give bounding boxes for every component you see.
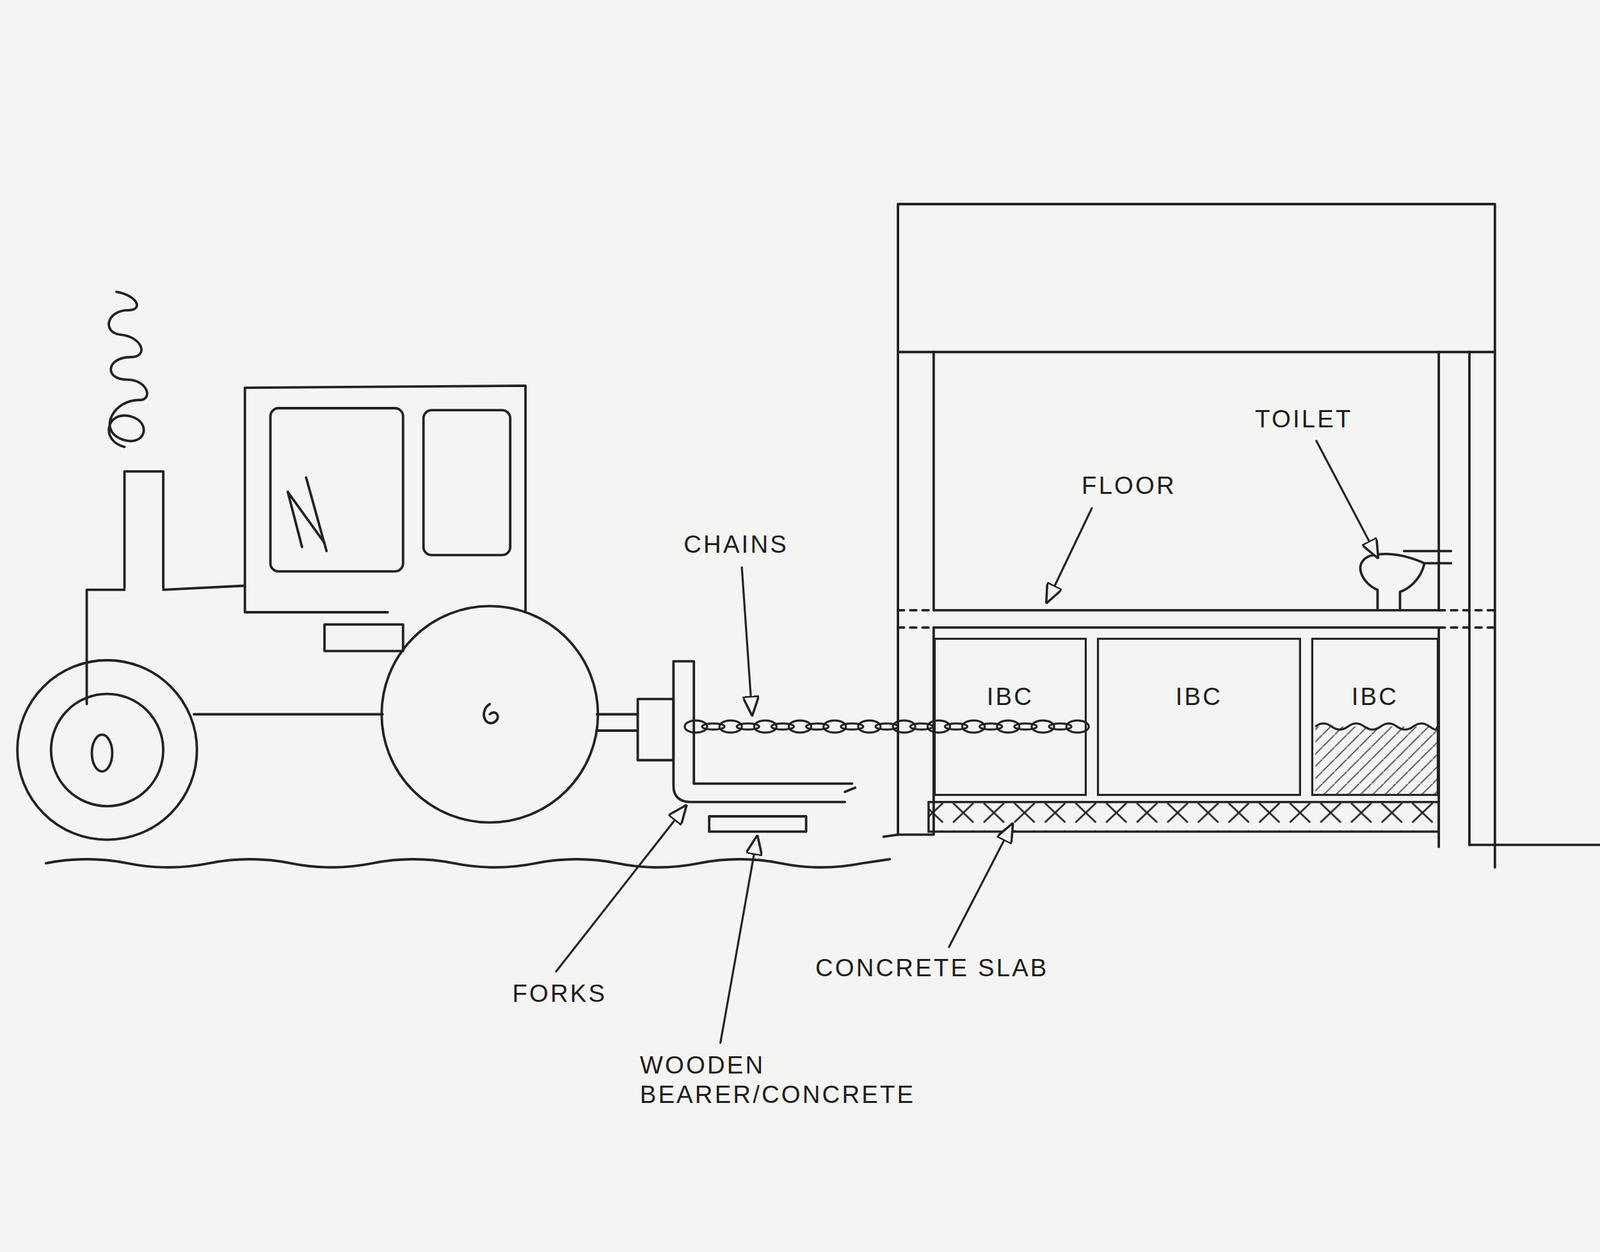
liquid-fill <box>1315 727 1437 795</box>
rear-wheel <box>381 606 598 823</box>
leader-line <box>556 806 686 972</box>
chain-link <box>997 720 1020 733</box>
hitch-block <box>638 699 674 761</box>
exhaust-smoke <box>108 291 148 447</box>
part-label: CONCRETE SLAB <box>813 954 1051 984</box>
chain-link <box>823 720 847 733</box>
liquid-surface <box>1315 723 1437 731</box>
floor <box>933 610 1439 628</box>
building-frame <box>897 204 1496 868</box>
cab-window <box>270 408 404 572</box>
fork <box>673 661 856 803</box>
ground-line <box>46 859 891 868</box>
chain <box>684 720 1089 733</box>
ibc-box: IBC <box>1311 638 1439 797</box>
leader-line <box>1047 508 1092 603</box>
box-label: IBC <box>1348 682 1402 713</box>
tractor-body <box>87 385 527 705</box>
ground-line <box>1469 844 1600 847</box>
seat <box>324 624 404 651</box>
line-art <box>17 204 1600 868</box>
chain-link <box>962 720 985 733</box>
leader-line <box>949 824 1013 948</box>
chain-link <box>684 720 708 733</box>
box-label: IBC <box>983 682 1037 713</box>
rear-wheel-hub <box>483 704 498 724</box>
front-wheel <box>17 660 198 841</box>
cab-window <box>423 410 511 555</box>
front-wheel-rim <box>51 694 164 807</box>
chain-link <box>1066 720 1089 733</box>
leader-line <box>1316 440 1378 558</box>
chain-link <box>892 720 916 733</box>
leaders <box>556 440 1378 1044</box>
drawbar <box>597 714 639 732</box>
ibc-box: IBC <box>1096 638 1302 797</box>
chain-link <box>719 720 742 733</box>
part-label: FLOOR <box>1079 471 1179 502</box>
part-label: FORKS <box>510 979 609 1010</box>
chain-link <box>927 720 950 733</box>
leader-line <box>741 567 752 715</box>
chain-link <box>788 720 811 733</box>
left-post <box>883 352 934 838</box>
part-label: WOODEN BEARER/CONCRETE <box>638 1051 949 1111</box>
steering-wheel <box>288 477 328 552</box>
front-wheel-hub <box>91 734 112 772</box>
wooden-bearer <box>709 816 806 832</box>
part-label: CHAINS <box>681 530 791 560</box>
exhaust-stack <box>124 471 164 589</box>
chain-link <box>753 720 777 733</box>
ibc-box: IBC <box>933 638 1087 797</box>
chain-link <box>1031 720 1055 733</box>
leader-line <box>720 837 758 1044</box>
right-post <box>1438 352 1470 848</box>
box-label: IBC <box>1172 682 1226 713</box>
chain-link <box>858 720 881 733</box>
toilet <box>1360 551 1452 610</box>
part-label: TOILET <box>1253 405 1355 435</box>
concrete-slab <box>928 802 1439 832</box>
floor-through-post <box>897 610 1496 628</box>
